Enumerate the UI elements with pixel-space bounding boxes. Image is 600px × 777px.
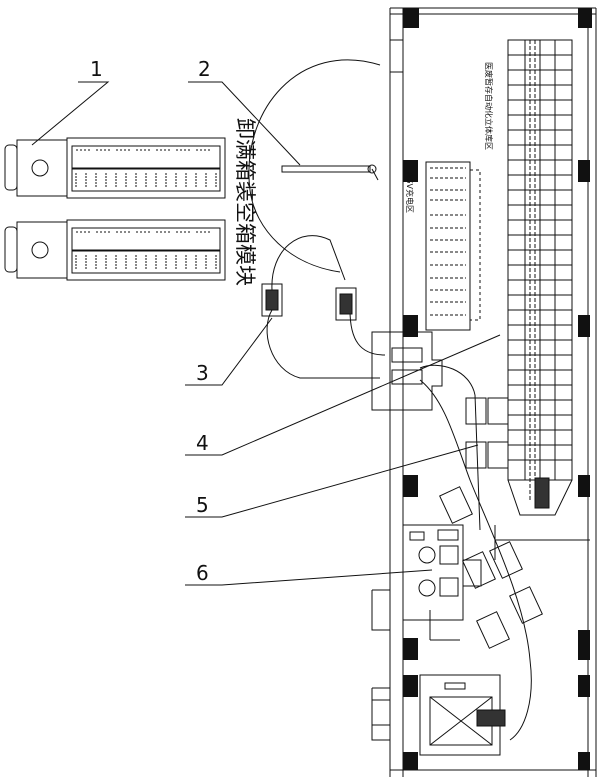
callout-2: 2 <box>198 57 211 81</box>
agv-charging-area <box>425 161 481 331</box>
storage-racks <box>494 39 590 560</box>
robot-arm <box>248 59 381 273</box>
callout-4: 4 <box>196 431 209 455</box>
module-label: 卸满箱装空箱模块 <box>233 118 257 286</box>
callout-numbers: 1 2 3 4 5 6 <box>90 57 211 585</box>
storage-area-label: 医废暂存自动化立体库区 <box>484 62 494 150</box>
agv-area-label: AGV充电区 <box>405 172 415 213</box>
lift-room <box>419 674 506 756</box>
disinfection-room <box>402 524 482 641</box>
truck-upper <box>4 137 226 199</box>
agv-vehicles <box>261 283 543 649</box>
callout-5: 5 <box>196 493 209 517</box>
callout-1: 1 <box>90 57 103 81</box>
transfer-dock <box>371 331 443 411</box>
truck-lower <box>4 219 226 281</box>
agv-paths <box>266 235 532 741</box>
callout-3: 3 <box>196 361 209 385</box>
leader-lines <box>31 81 501 586</box>
structural-columns <box>403 8 592 770</box>
building-walls <box>371 7 597 777</box>
callout-6: 6 <box>196 561 209 585</box>
